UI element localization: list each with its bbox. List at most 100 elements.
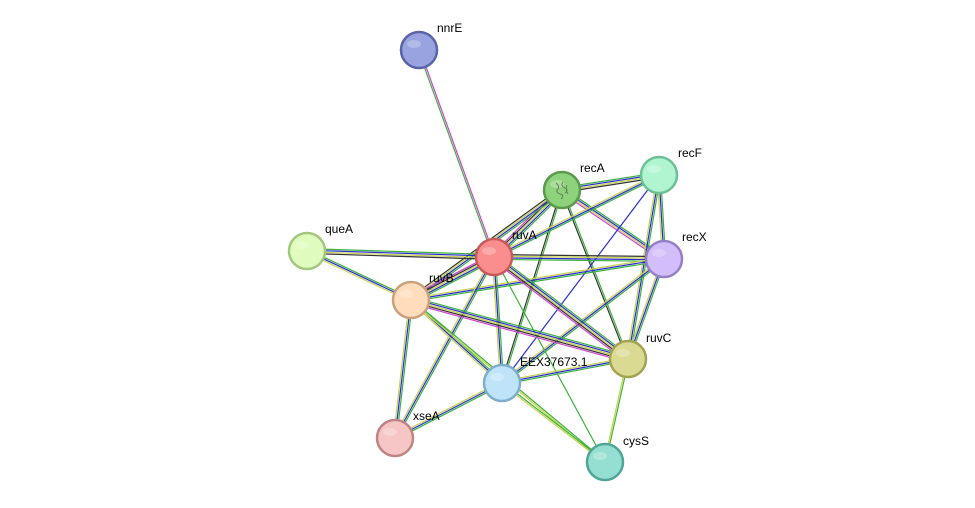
evidence-line [395,257,496,440]
evidence-line [560,191,663,262]
evidence-line [501,174,660,384]
node-highlight [399,290,413,298]
evidence-line [395,383,504,440]
node-highlight [490,373,504,381]
evidence-line [493,256,629,360]
evidence-line [493,256,606,463]
node-label-ruvc: ruvC [646,331,672,345]
evidence-line [628,175,662,360]
node-ruvb[interactable]: ruvB [391,271,454,320]
node-circle[interactable] [287,231,327,271]
node-highlight [383,428,397,436]
node-label-nnre: nnrE [437,21,462,35]
evidence-line [419,49,496,257]
evidence-line [395,300,414,439]
evidence-line [393,255,494,438]
edge-nnre-ruva[interactable] [417,49,496,258]
edge-eex37673-1-xsea[interactable] [393,381,504,440]
node-highlight [295,241,309,249]
evidence-line [410,258,665,301]
node-circle[interactable] [644,239,684,279]
evidence-line [493,257,664,261]
edge-ruvc-eex37673-1[interactable] [501,356,629,386]
evidence-line [494,255,630,359]
evidence-line [306,252,494,260]
node-xsea[interactable]: xseA [375,409,440,458]
evidence-line [627,174,660,360]
node-label-reca: recA [580,161,605,175]
evidence-line [307,249,495,257]
evidence-line [494,256,505,383]
edge-recx-ruvb[interactable] [410,256,665,303]
node-highlight [647,165,661,173]
edge-recf-ruva[interactable] [493,173,660,259]
evidence-line [394,256,495,439]
evidence-line [307,248,495,256]
edge-recf-ruvc[interactable] [625,174,662,360]
node-label-xsea: xseA [413,409,440,423]
node-circle[interactable] [639,155,679,195]
evidence-line [502,359,629,386]
node-ruva[interactable]: ruvA [474,228,537,277]
evidence-line [410,302,628,363]
evidence-line [392,299,411,438]
node-eex37673-1[interactable]: EEX37673.1 [482,355,588,403]
edge-quea-ruva[interactable] [306,248,495,260]
node-highlight [593,452,607,460]
evidence-line [306,251,494,259]
evidence-line [502,381,606,462]
nodes-layer: nnrE recA recF recX queA ruvA ruvB ruvC EEX37673… [287,21,707,482]
edge-ruva-ruvc[interactable] [491,253,631,363]
node-circle[interactable] [474,237,514,277]
evidence-line [417,50,494,258]
edge-eex37673-1-cyss[interactable] [501,381,606,464]
evidence-line [502,259,666,385]
node-circle[interactable] [482,363,522,403]
node-circle[interactable] [585,442,625,482]
node-label-recx: recX [682,230,707,244]
edge-recf-eex37673-1[interactable] [501,174,660,384]
node-circle[interactable] [399,30,439,70]
node-circle[interactable] [542,170,582,210]
node-circle[interactable] [375,418,415,458]
edge-ruvb-xsea[interactable] [392,299,414,439]
node-nnre[interactable]: nnrE [399,21,462,70]
node-label-ruvb: ruvB [429,271,454,285]
edge-ruva-cyss[interactable] [493,256,606,463]
node-circle[interactable] [608,339,648,379]
node-highlight [652,249,666,257]
node-quea[interactable]: queA [287,222,353,271]
node-label-cyss: cysS [623,434,649,448]
node-label-recf: recF [678,146,702,160]
evidence-line [409,300,502,385]
evidence-line [410,256,664,300]
node-highlight [482,247,496,255]
node-label-quea: queA [325,222,353,236]
evidence-line [394,382,503,439]
edge-recx-ruva[interactable] [493,254,665,262]
node-cyss[interactable]: cysS [585,434,649,482]
node-reca[interactable]: recA [542,161,605,210]
node-circle[interactable] [391,280,431,320]
node-ruvc[interactable]: ruvC [608,331,672,379]
evidence-line [494,254,665,258]
evidence-line [501,358,629,384]
edge-ruva-xsea[interactable] [393,255,496,440]
evidence-line [394,299,412,439]
evidence-line [501,383,605,464]
evidence-line [410,300,628,362]
node-recf[interactable]: recF [639,146,702,195]
evidence-line [493,258,664,262]
evidence-line [492,257,628,361]
evidence-line [501,356,628,383]
evidence-line [493,173,659,257]
edge-ruvb-ruvc[interactable] [410,296,629,363]
node-highlight [616,349,630,357]
evidence-line [495,253,631,357]
evidence-line [491,259,627,363]
evidence-line [411,297,629,359]
node-recx[interactable]: recX [644,230,707,279]
evidence-line [494,255,665,259]
node-label-eex37673-1: EEX37673.1 [520,355,588,369]
